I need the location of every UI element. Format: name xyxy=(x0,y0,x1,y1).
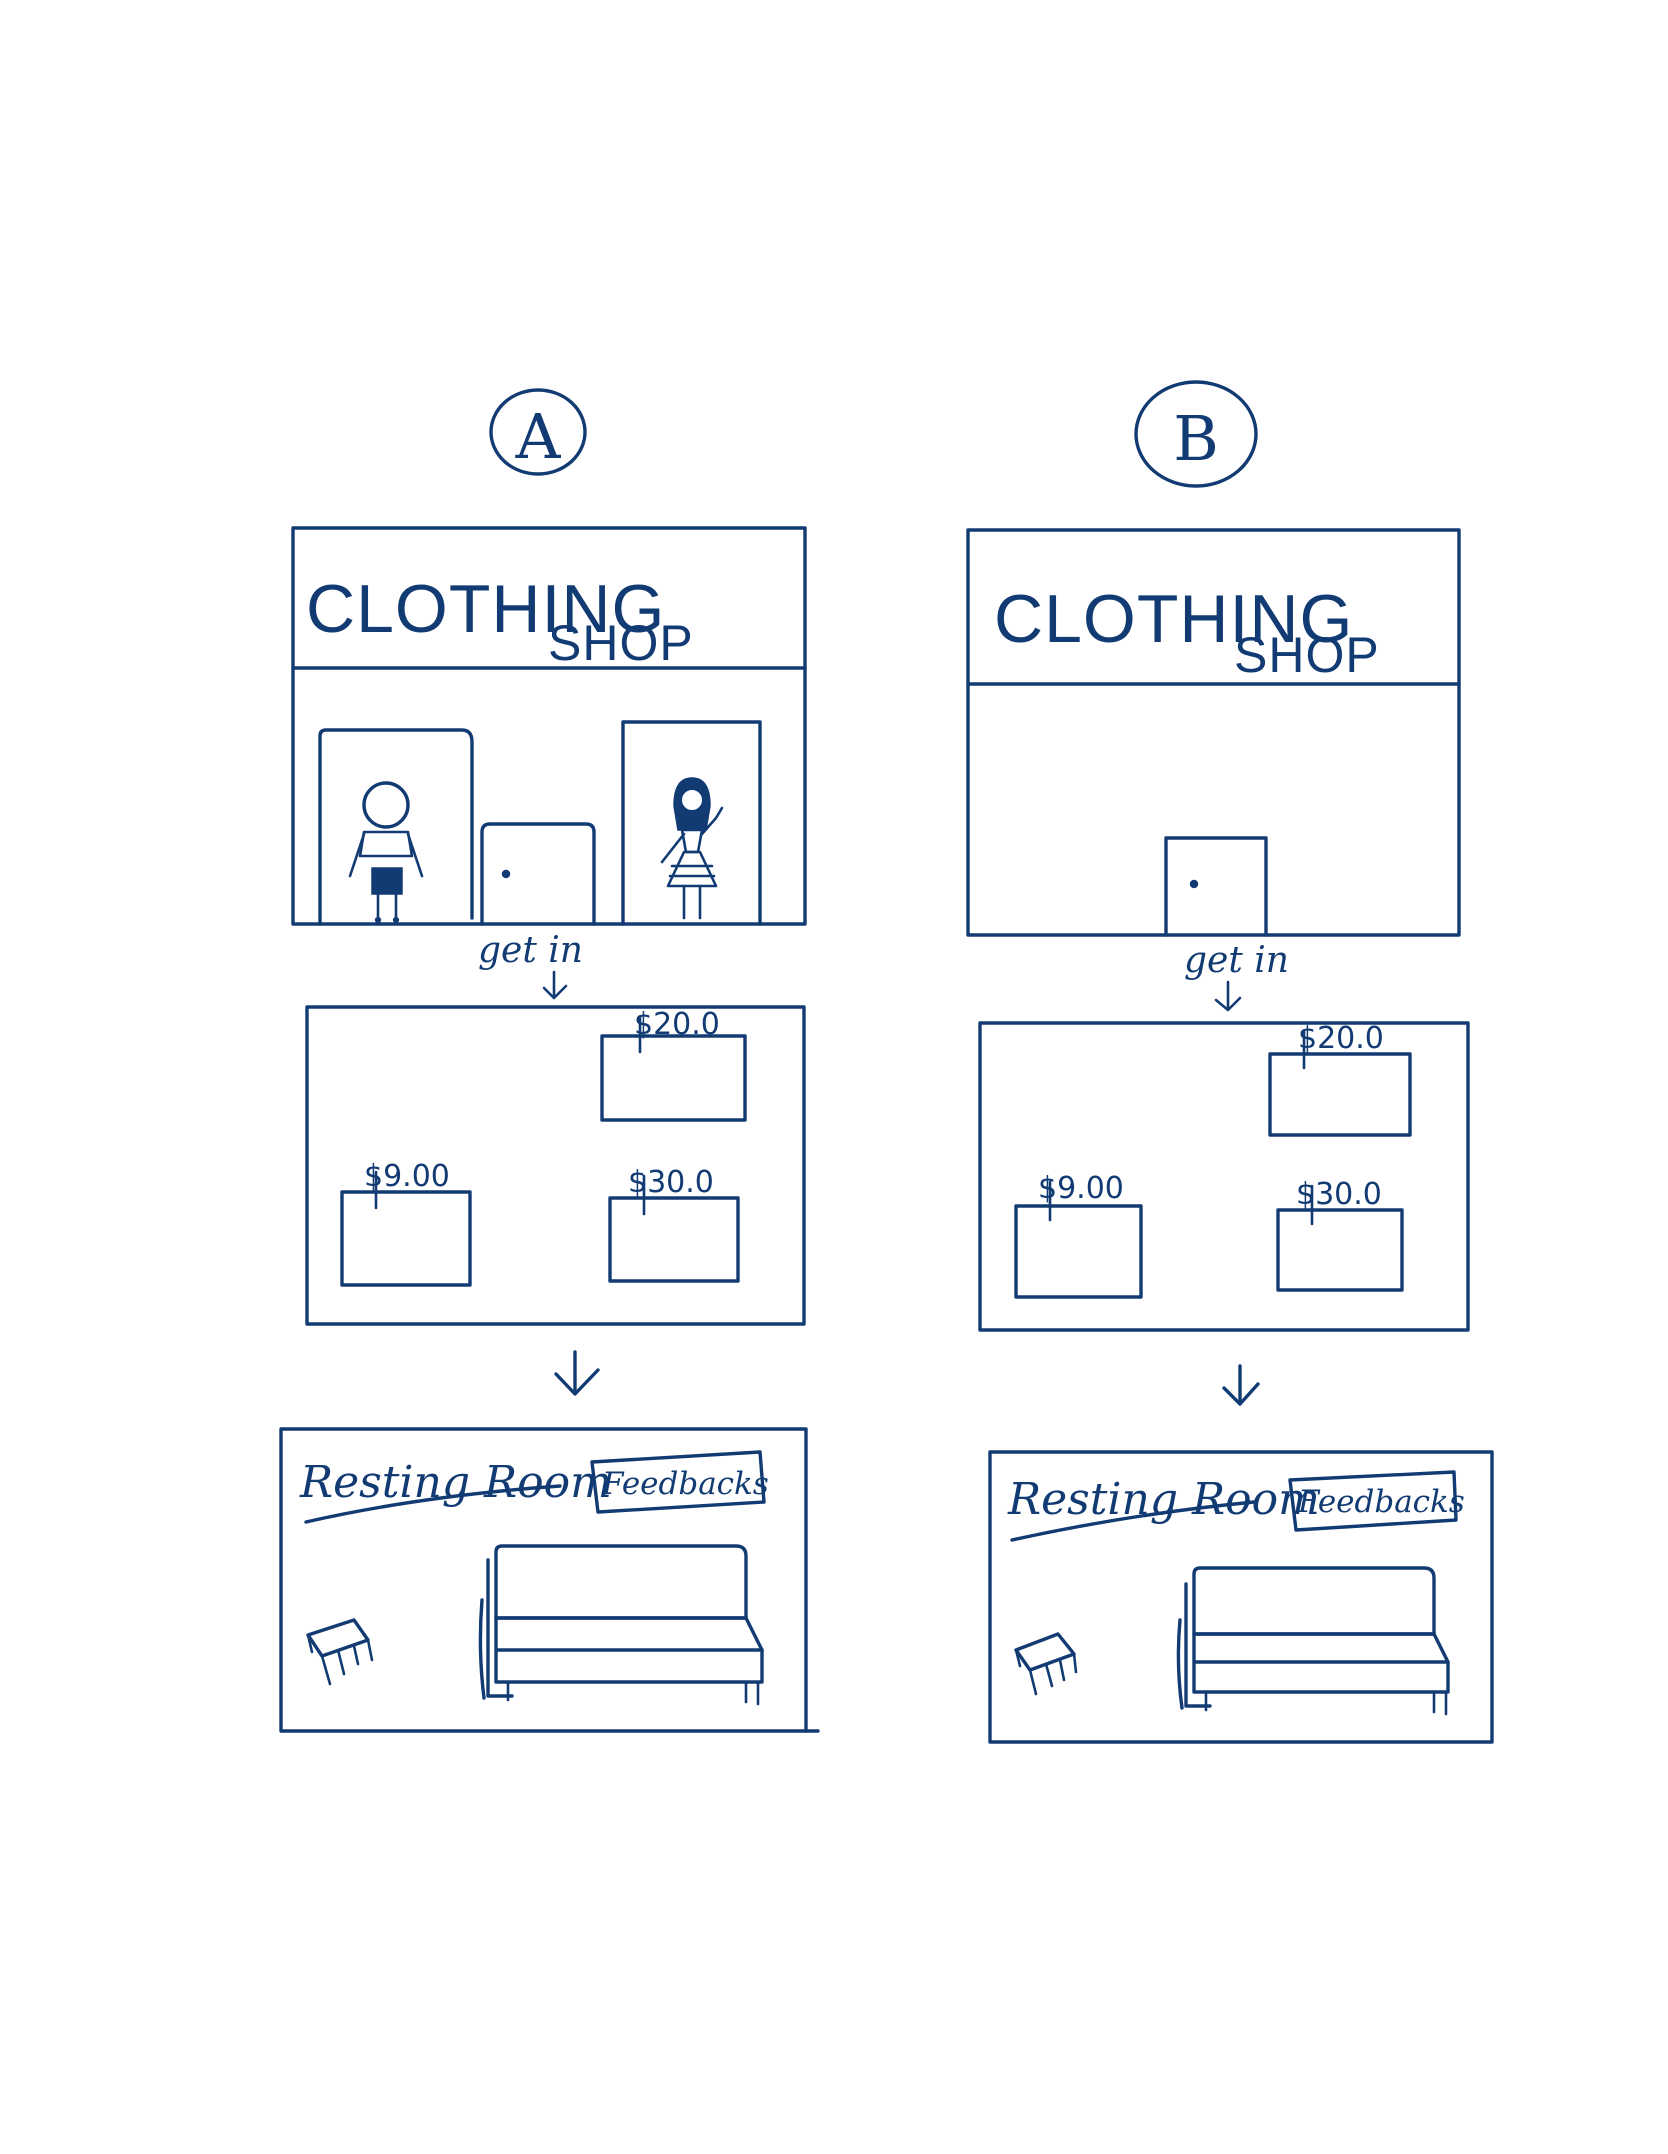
item-card-30[interactable]: $30.0 xyxy=(1276,1177,1404,1292)
sofa-icon xyxy=(478,1544,764,1706)
price-tag-9: $9.00 xyxy=(364,1159,450,1194)
arrow-down-icon xyxy=(1214,980,1242,1012)
side-table-icon xyxy=(1014,1632,1078,1696)
resting-room-a: Resting Room Feedbacks xyxy=(279,1427,820,1733)
shop-title-line2-a: SHOP xyxy=(548,615,694,671)
window-girl xyxy=(621,720,762,926)
item-card-30[interactable]: $30.0 xyxy=(608,1165,740,1283)
shop-door-b[interactable] xyxy=(1164,836,1268,937)
shop-title-line1-b: CLOTHING xyxy=(994,581,1353,657)
label-b-badge: B xyxy=(1134,380,1258,488)
shop-floor-b: $20.0 $9.00 $30.0 xyxy=(978,1021,1470,1332)
transition-enter-a: get in xyxy=(478,930,583,1000)
shop-floor-a: $20.0 $9.00 $30.0 xyxy=(305,1005,806,1326)
item-card-9[interactable]: $9.00 xyxy=(1014,1171,1143,1299)
feedbacks-label-b: Feedbacks xyxy=(1297,1484,1465,1520)
concept-a-sketch: A CLOTHING SHOP xyxy=(279,388,820,1733)
resting-room-b: Resting Room Feedbacks xyxy=(988,1450,1494,1744)
item-card-20[interactable]: $20.0 xyxy=(600,1007,747,1122)
concept-a: A CLOTHING SHOP xyxy=(279,388,820,1733)
shop-door-a[interactable] xyxy=(480,822,596,926)
arrow-down-icon xyxy=(1222,1364,1260,1406)
item-card-9[interactable]: $9.00 xyxy=(340,1159,472,1287)
side-table-icon xyxy=(306,1618,374,1686)
arrow-down-icon xyxy=(554,1350,600,1396)
shop-title-line1-a: CLOTHING xyxy=(306,571,665,647)
price-tag-20: $20.0 xyxy=(634,1007,720,1042)
get-in-label-a: get in xyxy=(478,930,583,971)
resting-room-title-a: Resting Room xyxy=(299,1457,612,1508)
girl-mannequin-icon xyxy=(660,777,724,920)
transition-enter-b: get in xyxy=(1184,940,1289,1012)
boy-mannequin-icon xyxy=(348,781,424,924)
concept-b-sketch: B CLOTHING SHOP get in $20.0 $9.00 xyxy=(966,380,1494,1744)
price-tag-9: $9.00 xyxy=(1038,1171,1124,1206)
sofa-icon xyxy=(1176,1566,1450,1716)
storefront-a: CLOTHING SHOP xyxy=(291,526,807,926)
feedbacks-button-a[interactable]: Feedbacks xyxy=(590,1450,769,1514)
price-tag-30: $30.0 xyxy=(628,1165,714,1200)
feedbacks-label-a: Feedbacks xyxy=(601,1466,769,1502)
price-tag-20: $20.0 xyxy=(1298,1021,1384,1056)
arrow-down-icon xyxy=(542,970,568,1000)
label-b-text: B xyxy=(1173,402,1219,475)
price-tag-30: $30.0 xyxy=(1296,1177,1382,1212)
window-boy xyxy=(318,728,474,926)
feedbacks-button-b[interactable]: Feedbacks xyxy=(1288,1470,1465,1532)
concept-b: B CLOTHING SHOP get in $20.0 $9.00 xyxy=(834,0,1668,2154)
storefront-b: CLOTHING SHOP xyxy=(966,528,1461,937)
item-card-20[interactable]: $20.0 xyxy=(1268,1021,1412,1137)
label-a-text: A xyxy=(515,400,562,473)
get-in-label-b: get in xyxy=(1184,940,1289,981)
label-a-badge: A xyxy=(489,388,587,476)
shop-title-line2-b: SHOP xyxy=(1234,627,1380,683)
resting-room-title-b: Resting Room xyxy=(1007,1474,1320,1525)
